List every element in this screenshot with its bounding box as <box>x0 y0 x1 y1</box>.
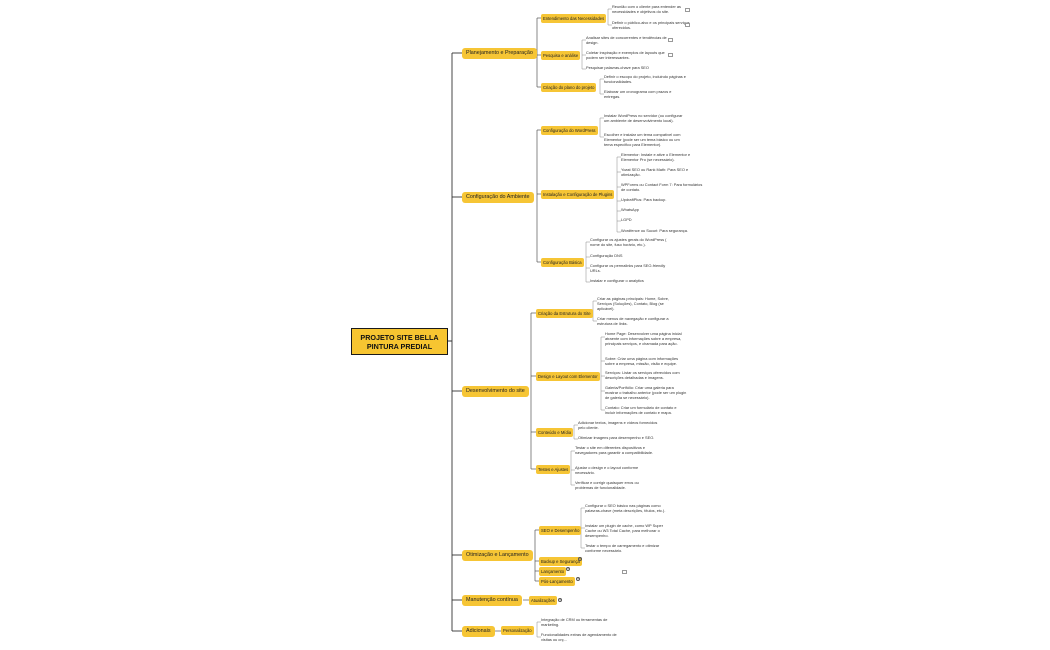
subtopic-config-basica[interactable]: Configuração Básica <box>541 258 584 267</box>
leaf-item[interactable]: Serviços: Listar os serviços oferecidos … <box>605 370 680 380</box>
leaf-item[interactable]: Configurar os ajustes gerais do WordPres… <box>590 237 667 247</box>
leaf-item[interactable]: Configuração DNS <box>590 253 623 258</box>
leaf-item[interactable]: WPForms ou Contact Form 7: Para formulár… <box>621 182 703 192</box>
topic-adicionais[interactable]: Adicionais <box>462 626 495 637</box>
leaf-item[interactable]: Yoast SEO ou Rank Math: Para SEO e otimi… <box>621 167 689 177</box>
note-icon[interactable] <box>685 23 690 27</box>
leaf-item[interactable]: Funcionalidades extras de agendamento de… <box>541 632 617 642</box>
leaf-item[interactable]: Instalar um plugin de cache, como WP Sup… <box>585 523 663 538</box>
subtopic-seo-desempenho[interactable]: SEO e Desempenho <box>539 526 582 535</box>
subtopic-personalizacao[interactable]: Personalização <box>501 626 534 635</box>
subtopic-config-wordpress[interactable]: Configuração do WordPress <box>541 126 598 135</box>
leaf-item[interactable]: WhatsApp <box>621 207 639 212</box>
subtopic-pesquisa[interactable]: Pesquisa e análise <box>541 51 581 60</box>
note-icon[interactable] <box>668 53 673 57</box>
leaf-item[interactable]: Coletar inspiração e exemplos de layouts… <box>586 50 665 60</box>
leaf-item[interactable]: Definir o escopo do projeto, incluindo p… <box>604 74 686 84</box>
collapse-toggle-icon[interactable]: + <box>566 567 570 571</box>
leaf-item[interactable]: Contato: Criar um formulário de contato … <box>605 405 677 415</box>
root-topic[interactable]: PROJETO SITE BELLA PINTURA PREDIAL <box>351 328 448 355</box>
leaf-item[interactable]: Elementor: Instale e ative o Elementor e… <box>621 152 691 162</box>
leaf-item[interactable]: Escolher e instalar um tema compatível c… <box>604 132 681 147</box>
topic-configuracao-ambiente[interactable]: Configuração do Ambiente <box>462 192 534 203</box>
leaf-item[interactable]: Home Page: Desenvolver uma página inicia… <box>605 331 682 346</box>
subtopic-conteudo-midia[interactable]: Conteúdo e Mídia <box>536 428 574 437</box>
leaf-item[interactable]: Sobre: Criar uma página com informações … <box>605 356 679 366</box>
collapse-toggle-icon[interactable]: + <box>558 598 562 602</box>
leaf-item[interactable]: Testar o tempo de carregamento e otimiza… <box>585 543 660 553</box>
leaf-item[interactable]: Definir o público-alvo e os principais s… <box>612 20 690 30</box>
subtopic-plugins[interactable]: Instalação e Configuração de Plugins <box>541 190 615 199</box>
leaf-item[interactable]: Adicionar textos, imagens e vídeos forne… <box>578 420 658 430</box>
leaf-item[interactable]: UpdraftPlus: Para backup. <box>621 197 667 202</box>
leaf-item[interactable]: Criar as páginas principais: Home, Sobre… <box>597 296 670 311</box>
subtopic-atualizacoes[interactable]: Atualizações <box>529 596 557 605</box>
subtopic-plano-projeto[interactable]: Criação do plano do projeto <box>541 83 597 92</box>
subtopic-pos-lancamento[interactable]: Pós-Lançamento <box>539 577 575 586</box>
note-icon[interactable] <box>668 38 673 42</box>
topic-otimizacao[interactable]: Otimização e Lançamento <box>462 550 533 561</box>
note-icon[interactable] <box>685 8 690 12</box>
subtopic-design-layout[interactable]: Design e Layout com Elementor <box>536 372 600 381</box>
collapse-toggle-icon[interactable]: + <box>578 557 582 561</box>
leaf-item[interactable]: Criar menus de navegação e configurar a … <box>597 316 669 326</box>
leaf-item[interactable]: Configurar o SEO básico nas páginas como… <box>585 503 666 513</box>
leaf-item[interactable]: Otimizar imagens para desempenho e SEO. <box>578 435 655 440</box>
leaf-item[interactable]: Testar o site em diferentes dispositivos… <box>575 445 654 455</box>
note-icon[interactable] <box>622 570 627 574</box>
leaf-item[interactable]: Pesquisar palavras-chave para SEO <box>586 65 649 70</box>
leaf-item[interactable]: Analisar sites de concorrentes e tendênc… <box>586 35 667 45</box>
subtopic-estrutura-site[interactable]: Criação da Estrutura do Site <box>536 309 593 318</box>
leaf-item[interactable]: Elaborar um cronograma com prazos e entr… <box>604 89 672 99</box>
subtopic-entendimento[interactable]: Entendimento das Necessidades <box>541 14 607 23</box>
subtopic-backup-seguranca[interactable]: Backup e Segurança <box>539 557 582 566</box>
leaf-item[interactable]: Instalar WordPress no servidor (ou confi… <box>604 113 683 123</box>
leaf-item[interactable]: Galeria/Portfólio: Criar uma galeria par… <box>605 385 687 400</box>
collapse-toggle-icon[interactable]: + <box>576 577 580 581</box>
leaf-item[interactable]: Configurar os permalinks para SEO-friend… <box>590 263 666 273</box>
topic-manutencao[interactable]: Manutenção contínua <box>462 595 522 606</box>
leaf-item[interactable]: Wordfence ou Sucuri: Para segurança. <box>621 228 688 233</box>
leaf-item[interactable]: Ajustar o design e o layout conforme nec… <box>575 465 639 475</box>
leaf-item[interactable]: LGPD <box>621 217 632 222</box>
leaf-item[interactable]: Reunião com o cliente para entender as n… <box>612 4 681 14</box>
subtopic-testes-ajustes[interactable]: Testes e Ajustes <box>536 465 571 474</box>
leaf-item[interactable]: Integração de CRM ou ferramentas de mark… <box>541 617 608 627</box>
leaf-item[interactable]: Instalar e configurar o analytics <box>590 278 644 283</box>
topic-planejamento[interactable]: Planejamento e Preparação <box>462 48 537 59</box>
topic-desenvolvimento[interactable]: Desenvolvimento do site <box>462 386 529 397</box>
leaf-item[interactable]: Verificar e corrigir quaisquer erros ou … <box>575 480 639 490</box>
subtopic-lancamento[interactable]: Lançamento <box>539 567 567 576</box>
